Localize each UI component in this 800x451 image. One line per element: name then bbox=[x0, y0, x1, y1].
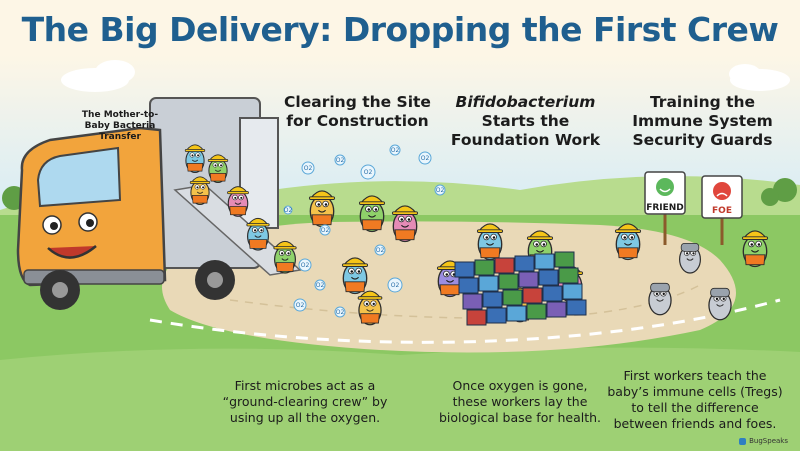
oxygen-bubble: O2 bbox=[389, 144, 401, 156]
oxygen-bubble: O2 bbox=[360, 164, 376, 180]
svg-text:O2: O2 bbox=[301, 262, 310, 269]
foreground-grass bbox=[0, 347, 800, 451]
foe-sign: FOE bbox=[701, 175, 743, 245]
foundation-block bbox=[534, 253, 555, 270]
bacteria-worker bbox=[308, 190, 336, 228]
stage-3-heading: Training the Immune System Security Guar… bbox=[632, 93, 773, 149]
truck-smile bbox=[47, 245, 97, 259]
oxygen-bubble: O2 bbox=[314, 279, 326, 291]
foundation-block bbox=[522, 287, 543, 304]
clouds bbox=[61, 60, 790, 92]
bacteria-worker bbox=[678, 242, 702, 274]
foundation-block bbox=[518, 271, 539, 288]
foundation-block bbox=[502, 289, 523, 306]
truck-windshield bbox=[36, 146, 122, 208]
svg-text:O2: O2 bbox=[336, 157, 345, 164]
oxygen-bubble: O2 bbox=[293, 298, 307, 312]
bacteria-worker bbox=[246, 217, 270, 251]
svg-text:O2: O2 bbox=[336, 309, 345, 316]
stage-2-heading: Bifidobacterium Starts the Foundation Wo… bbox=[450, 93, 601, 149]
oxygen-bubble: O2 bbox=[334, 306, 346, 318]
bacteria-worker bbox=[358, 195, 386, 233]
oxygen-bubble: O2 bbox=[418, 151, 432, 165]
bacteria-worker bbox=[391, 205, 419, 243]
foundation-block bbox=[514, 255, 535, 272]
stage-2-caption: Once oxygen is gone, these workers lay t… bbox=[438, 378, 602, 425]
foundation-block bbox=[462, 293, 483, 310]
page-title: The Big Delivery: Dropping the First Cre… bbox=[21, 10, 779, 49]
foundation-block bbox=[466, 309, 487, 326]
bacteria-worker bbox=[227, 186, 249, 217]
bacteria-worker bbox=[741, 230, 769, 268]
svg-text:O2: O2 bbox=[376, 247, 385, 254]
svg-text:O2: O2 bbox=[316, 282, 325, 289]
friend-sign-label: FRIEND bbox=[646, 203, 684, 213]
bacteria-worker bbox=[476, 223, 504, 261]
foundation-block bbox=[486, 307, 507, 324]
foundation-block bbox=[482, 291, 503, 308]
oxygen-bubble: O2 bbox=[301, 161, 315, 175]
friend-sign: FRIEND bbox=[644, 171, 686, 245]
foundation-block bbox=[494, 257, 515, 274]
bacteria-worker bbox=[273, 240, 297, 274]
stage-1-heading: Clearing the Site for Construction bbox=[284, 93, 431, 130]
bacteria-worker bbox=[341, 257, 369, 295]
oxygen-bubble: O2 bbox=[374, 244, 386, 256]
foundation-block bbox=[458, 277, 479, 294]
svg-text:O2: O2 bbox=[391, 282, 400, 289]
oxygen-bubble: O2 bbox=[298, 258, 312, 272]
foundation-block bbox=[478, 275, 499, 292]
bacteria-worker bbox=[184, 144, 206, 174]
svg-text:O2: O2 bbox=[296, 302, 305, 309]
oxygen-bubble: O2 bbox=[434, 184, 446, 196]
foundation-block bbox=[546, 301, 567, 318]
svg-text:O2: O2 bbox=[321, 227, 330, 234]
svg-text:O2: O2 bbox=[364, 169, 373, 176]
foundation-block bbox=[542, 285, 563, 302]
svg-text:O2: O2 bbox=[391, 147, 400, 154]
foundation-block bbox=[498, 273, 519, 290]
bacteria-worker bbox=[357, 290, 383, 326]
foundation-block bbox=[562, 283, 583, 300]
foundation-block bbox=[506, 305, 527, 322]
oxygen-bubble: O2 bbox=[319, 224, 331, 236]
foundation-block bbox=[474, 259, 495, 276]
oxygen-bubble: O2 bbox=[334, 154, 346, 166]
truck-label: The Mother-to-Baby Bacteria Transfer bbox=[81, 110, 159, 142]
oxygen-bubble: O2 bbox=[387, 277, 403, 293]
svg-text:O2: O2 bbox=[304, 165, 313, 172]
foundation-blocks bbox=[454, 251, 587, 326]
brand-icon bbox=[739, 437, 747, 445]
foe-sign-label: FOE bbox=[712, 206, 732, 216]
svg-text:O2: O2 bbox=[284, 207, 293, 214]
brand-name: BugSpeaks bbox=[749, 437, 788, 445]
svg-text:O2: O2 bbox=[421, 155, 430, 162]
bacteria-worker bbox=[189, 176, 211, 206]
foundation-block bbox=[558, 267, 579, 284]
oxygen-bubble: O2 bbox=[283, 205, 293, 215]
bacteria-worker bbox=[648, 282, 672, 316]
bacteria-worker bbox=[614, 223, 642, 261]
foundation-block bbox=[526, 303, 547, 320]
brand-logo: BugSpeaks bbox=[739, 437, 788, 445]
bacteria-worker bbox=[708, 287, 732, 321]
svg-text:O2: O2 bbox=[436, 187, 445, 194]
stage-1-caption: First microbes act as a “ground-clearing… bbox=[222, 378, 388, 425]
foundation-block bbox=[566, 299, 587, 316]
foundation-block bbox=[454, 261, 475, 278]
stage-3-caption: First workers teach the baby’s immune ce… bbox=[607, 368, 783, 431]
bacteria-worker bbox=[207, 154, 229, 184]
foundation-block bbox=[538, 269, 559, 286]
foundation-block bbox=[554, 251, 575, 268]
